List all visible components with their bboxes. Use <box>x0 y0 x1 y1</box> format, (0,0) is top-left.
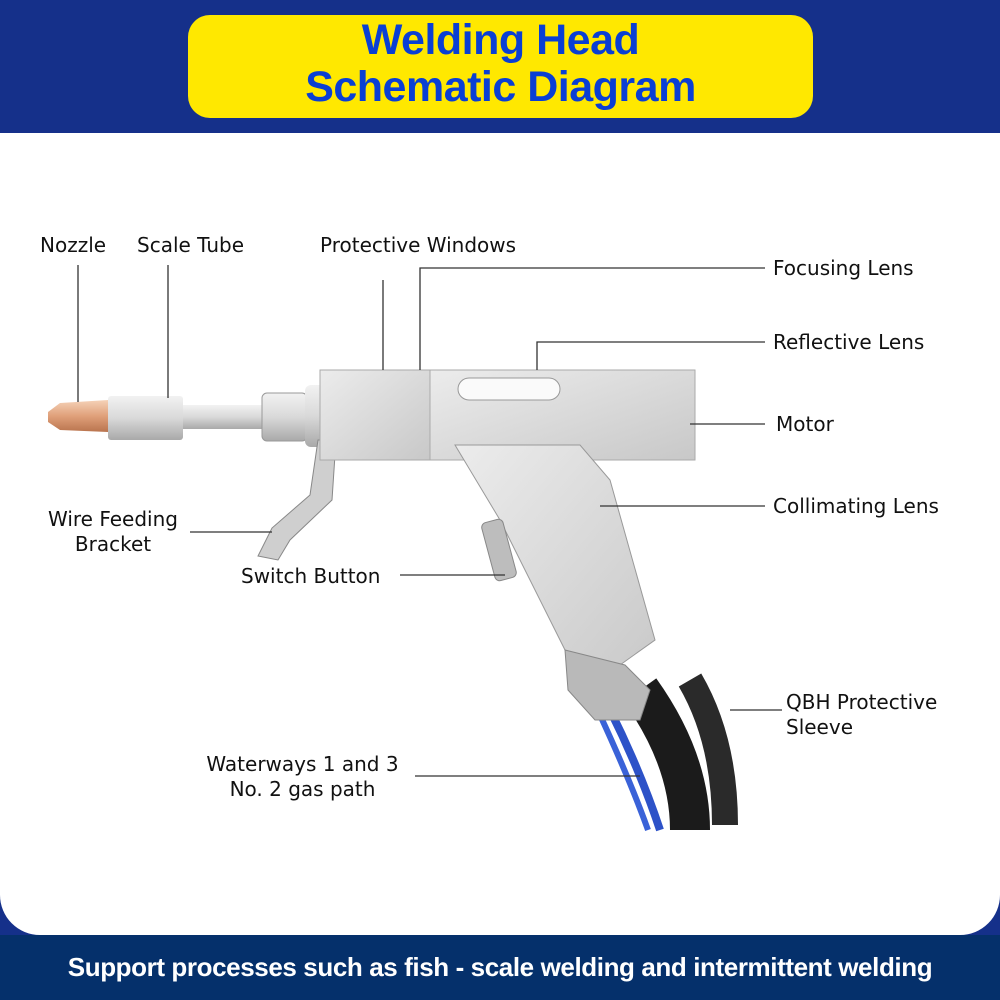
nozzle-part <box>48 400 108 432</box>
label-protective-windows: Protective Windows <box>320 233 517 257</box>
label-waterways-line1: Waterways 1 and 3 <box>206 752 399 776</box>
title-line-2: Schematic Diagram <box>305 63 696 111</box>
title-line-1: Welding Head <box>361 16 640 64</box>
label-wire-feeding-line2: Bracket <box>74 532 152 556</box>
label-wire-feeding-bracket: Wire Feeding Bracket <box>38 507 188 557</box>
label-wire-feeding-line1: Wire Feeding <box>48 507 178 531</box>
footer-banner: Support processes such as fish - scale w… <box>0 935 1000 1000</box>
label-focusing-lens: Focusing Lens <box>773 256 914 280</box>
header-banner: Welding Head Schematic Diagram <box>0 0 1000 133</box>
protective-window-section <box>319 369 431 461</box>
label-qbh-line2: Sleeve <box>786 715 854 739</box>
label-waterways-line2: No. 2 gas path <box>229 777 376 801</box>
label-collimating-lens: Collimating Lens <box>773 494 939 518</box>
label-scale-tube: Scale Tube <box>137 233 245 257</box>
label-switch-button: Switch Button <box>241 564 381 588</box>
leader-lines <box>77 265 782 777</box>
label-qbh-sleeve: QBH Protective Sleeve <box>786 690 937 740</box>
label-qbh-line1: QBH Protective <box>786 690 938 714</box>
label-reflective-lens: Reflective Lens <box>773 330 925 354</box>
scale-tube-part <box>108 396 183 440</box>
switch-button-part <box>481 518 517 582</box>
label-waterways: Waterways 1 and 3 No. 2 gas path <box>190 752 415 802</box>
handle <box>454 444 656 691</box>
label-nozzle: Nozzle <box>40 233 107 257</box>
label-motor: Motor <box>776 412 834 436</box>
title-box: Welding Head Schematic Diagram <box>188 15 813 118</box>
footer-text: Support processes such as fish - scale w… <box>67 952 933 982</box>
cables <box>597 673 738 832</box>
